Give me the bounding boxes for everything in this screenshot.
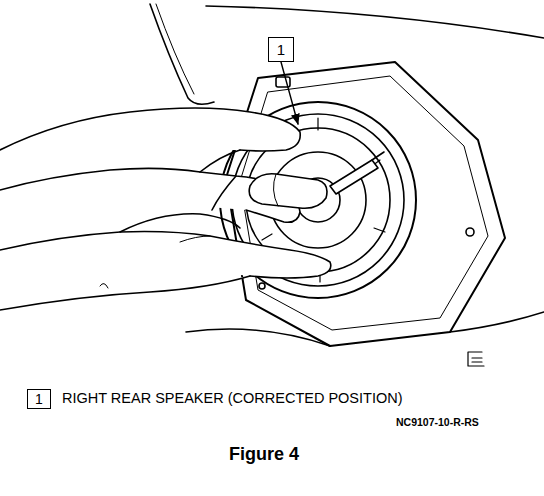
legend-text: RIGHT REAR SPEAKER (CORRECTED POSITION) (62, 390, 403, 406)
figure-code: NC9107-10-R-RS (396, 416, 479, 428)
callout-number: 1 (35, 391, 43, 407)
callout-box: 1 (27, 389, 51, 409)
callout-box: 1 (268, 37, 294, 62)
figure-caption: Figure 4 (229, 444, 299, 465)
callout-number: 1 (277, 41, 285, 58)
